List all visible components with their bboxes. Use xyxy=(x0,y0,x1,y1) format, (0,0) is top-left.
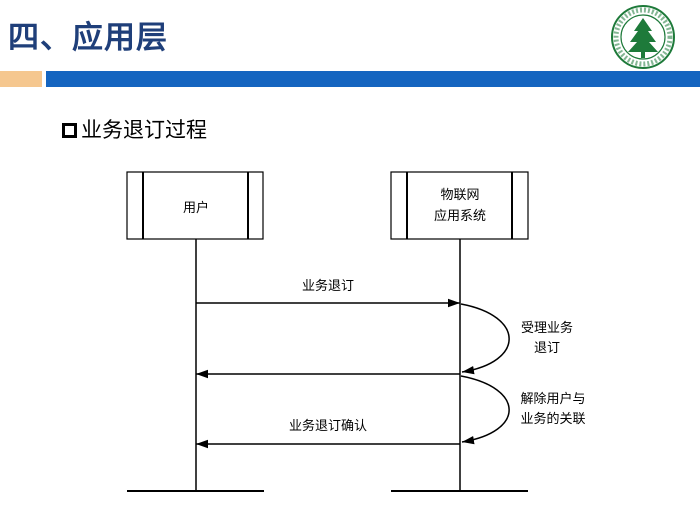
section-heading: 业务退订过程 xyxy=(62,114,207,144)
self-action-label-unbind-line2: 业务的关联 xyxy=(520,411,585,427)
actor-user: 用户 xyxy=(126,171,264,240)
self-action-label-unbind-line1: 解除用户与 xyxy=(520,391,585,407)
actor-iot-system-label-line2: 应用系统 xyxy=(434,208,486,224)
header-bar-blue xyxy=(46,71,700,87)
actor-iot-system-label-line1: 物联网 xyxy=(440,188,479,203)
slide-title: 四、应用层 xyxy=(8,20,168,56)
square-bullet-icon xyxy=(62,123,77,138)
section-heading-text: 业务退订过程 xyxy=(81,118,207,142)
header-bar-orange xyxy=(0,71,42,87)
message-label-confirm: 业务退订确认 xyxy=(289,418,367,434)
actor-user-label: 用户 xyxy=(183,200,209,216)
actor-iot-system: 物联网 应用系统 xyxy=(390,171,529,240)
self-action-arc-unbind xyxy=(460,375,510,445)
university-logo xyxy=(611,5,675,69)
self-action-label-accept-line1: 受理业务 xyxy=(521,320,573,336)
self-action-label-accept-line2: 退订 xyxy=(534,341,560,356)
message-label-unsubscribe: 业务退订 xyxy=(302,278,354,294)
self-action-arc-accept xyxy=(460,303,510,375)
